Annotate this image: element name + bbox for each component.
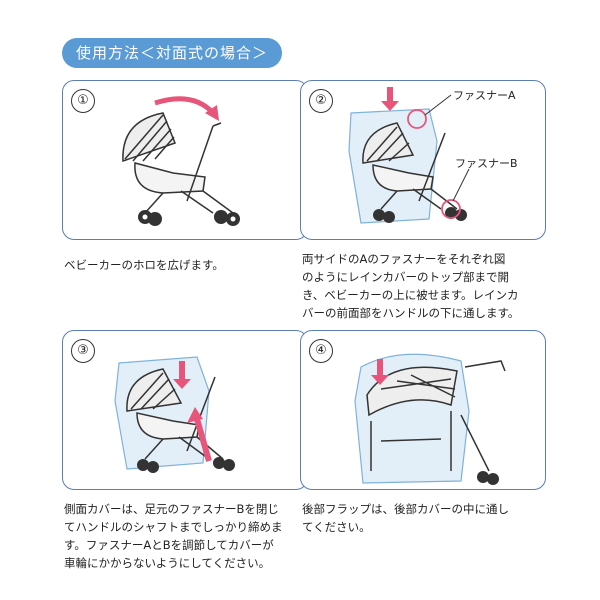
step-3-panel: ③ bbox=[62, 330, 308, 490]
step-4-panel: ④ bbox=[300, 330, 546, 490]
step-1-stroller-illustration bbox=[122, 96, 240, 226]
step-1-panel: ① bbox=[62, 80, 308, 240]
zipper-b-label: ファスナーB bbox=[455, 157, 518, 170]
step-1-description: ベビーカーのホロを広げます。 bbox=[64, 258, 224, 272]
step-4-stroller-illustration bbox=[354, 353, 506, 485]
step-3-stroller-illustration bbox=[114, 356, 235, 473]
step-3-number: ③ bbox=[71, 339, 95, 363]
step-2-number: ② bbox=[309, 89, 333, 113]
step-2-stroller-illustration bbox=[348, 87, 470, 224]
step-2-panel: ② ファスナーA ファスナーB bbox=[300, 80, 546, 240]
step-4-description: 後部フラップは、後部カバーの中に通し てください。 bbox=[302, 502, 509, 534]
zipper-a-label: ファスナーA bbox=[453, 89, 516, 102]
step-3-description: 側面カバーは、足元のファスナーBを閉じ てハンドルのシャフトまでしっかり締めま … bbox=[64, 502, 283, 570]
page-title: 使用方法＜対面式の場合＞ bbox=[62, 38, 282, 68]
step-2-description: 両サイドのAのファスナーをそれぞれ図 のようにレインカバーのトップ部まで開 き、… bbox=[302, 252, 520, 320]
step-4-number: ④ bbox=[309, 339, 333, 363]
step-1-number: ① bbox=[71, 89, 95, 113]
